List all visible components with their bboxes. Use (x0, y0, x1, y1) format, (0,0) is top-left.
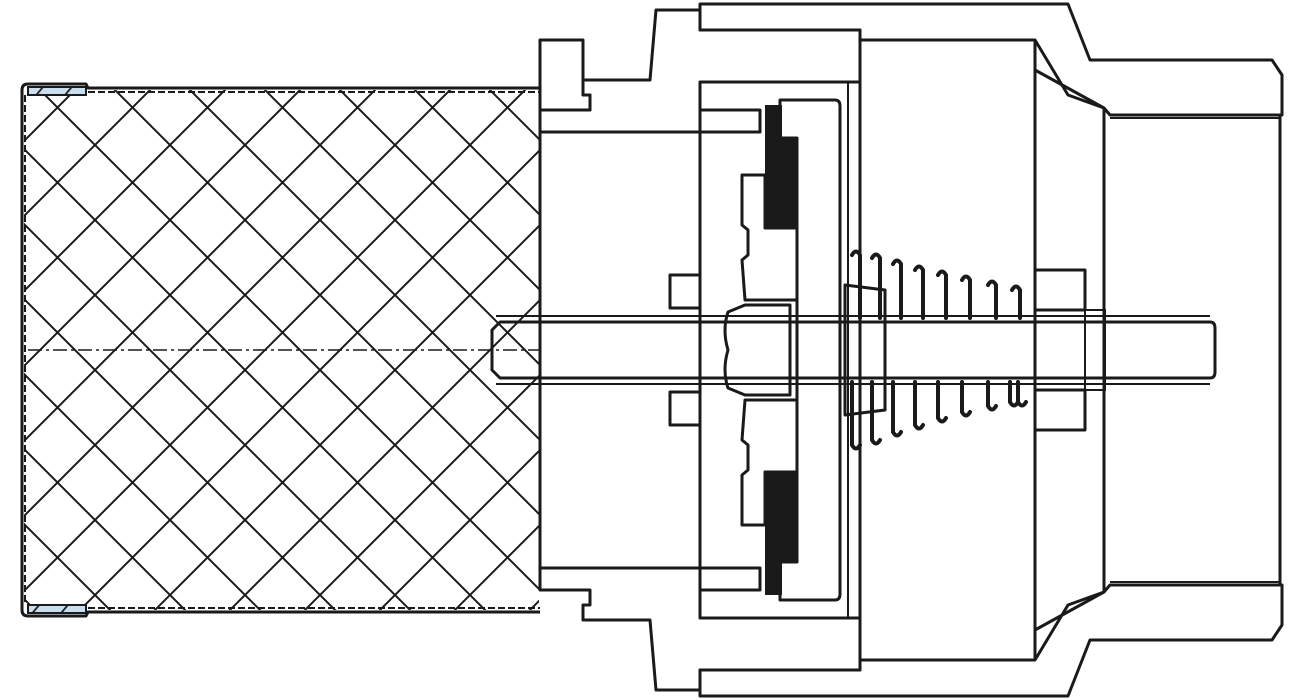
valve-disc (778, 98, 887, 602)
nut (1033, 268, 1106, 432)
strainer-tube (20, 82, 540, 618)
valve-housing (698, 2, 1284, 698)
plastic-cage (538, 8, 862, 692)
seal-ring (765, 105, 797, 595)
disc-holder (740, 173, 799, 527)
guide-ring (668, 273, 702, 427)
spring (850, 249, 1028, 451)
